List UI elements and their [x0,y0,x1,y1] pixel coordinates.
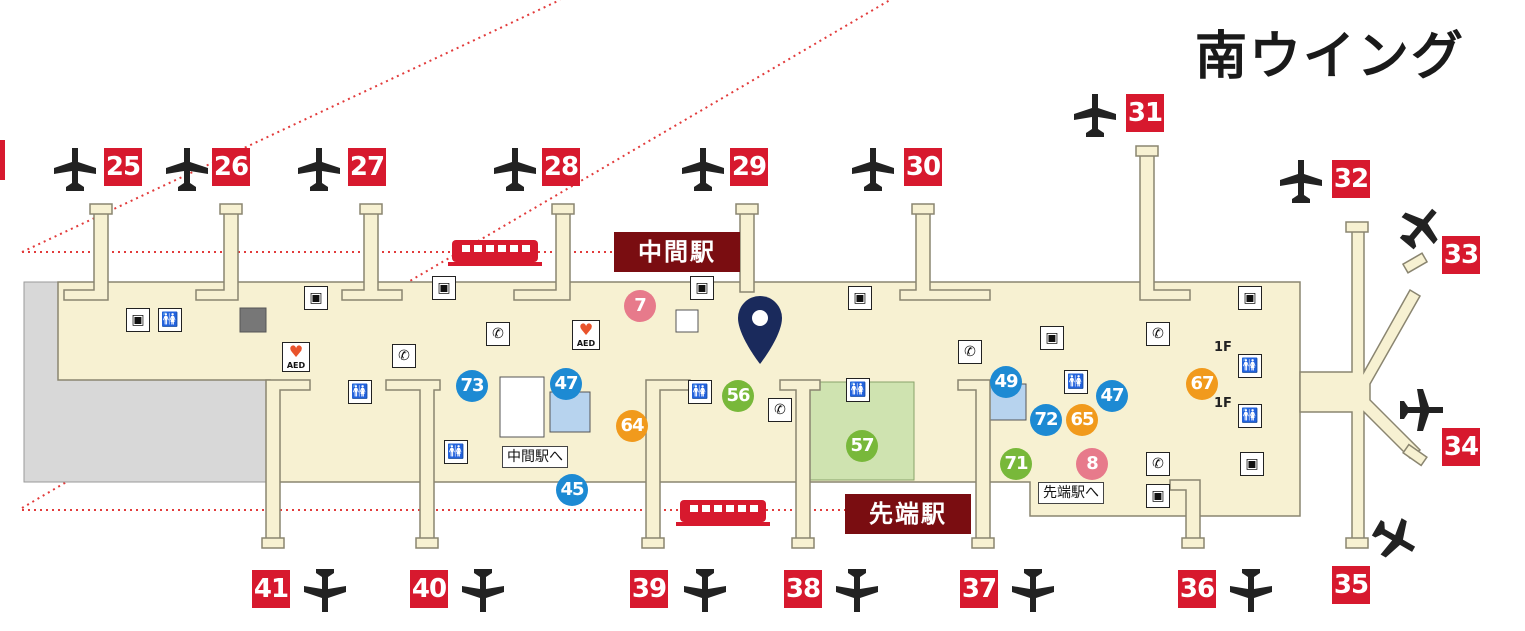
gate-38: 38 [784,570,822,608]
floor-1f-upper: 1F [1214,340,1232,355]
phone-icon: ✆ [1146,452,1170,476]
gate-34: 34 [1442,428,1480,466]
shuttle-train-lower [676,500,770,526]
airplane-icons [54,94,1443,612]
phone-icon: ✆ [958,340,982,364]
facility-71: 71 [1000,448,1032,480]
restroom-icon: 🚻 [1238,354,1262,378]
current-location-pin [738,296,782,364]
gate-26: 26 [212,148,250,186]
facility-72: 72 [1030,404,1062,436]
boarding-bridges-south [261,379,1205,549]
facility-47-right: 47 [1096,380,1128,412]
gate-36: 36 [1178,570,1216,608]
restroom-icon: 🚻 [1238,404,1262,428]
atm-icon: ▣ [304,286,328,310]
gate-27: 27 [348,148,386,186]
middle-station-label: 中間駅 [614,232,740,272]
facility-64: 64 [616,410,648,442]
gate-31: 31 [1126,94,1164,132]
facility-73: 73 [456,370,488,402]
gate-35: 35 [1332,566,1370,604]
facility-47-left: 47 [550,368,582,400]
facility-67: 67 [1186,368,1218,400]
wing-title: 南ウイング [1195,27,1466,87]
restroom-icon: 🚻 [348,380,372,404]
to-middle-station-sign: 中間駅へ [502,446,568,468]
facility-49: 49 [990,366,1022,398]
atm-icon: ▣ [1146,484,1170,508]
edge-marker [0,140,5,180]
gate-25: 25 [104,148,142,186]
phone-icon: ✆ [768,398,792,422]
floor-1f-lower: 1F [1214,396,1232,411]
gate-40: 40 [410,570,448,608]
aed-icon: ♥AED [282,342,310,372]
atm-icon: ▣ [126,308,150,332]
facility-8: 8 [1076,448,1108,480]
satellite-pier [1299,221,1429,549]
atm-icon: ▣ [1040,326,1064,350]
facility-57: 57 [846,430,878,462]
facility-45: 45 [556,474,588,506]
restroom-icon: 🚻 [688,380,712,404]
gate-37: 37 [960,570,998,608]
gate-39: 39 [630,570,668,608]
phone-icon: ✆ [392,344,416,368]
to-end-station-sign: 先端駅へ [1038,482,1104,504]
restroom-icon: 🚻 [1064,370,1088,394]
atm-icon: ▣ [848,286,872,310]
gate-33: 33 [1442,236,1480,274]
shuttle-train-upper [448,240,542,266]
atm-icon: ▣ [1238,286,1262,310]
restroom-icon: 🚻 [158,308,182,332]
atm-icon: ▣ [690,276,714,300]
gate-32: 32 [1332,160,1370,198]
gate-28: 28 [542,148,580,186]
facility-65: 65 [1066,404,1098,436]
restroom-icon: 🚻 [846,378,870,402]
atm-icon: ▣ [432,276,456,300]
facility-56: 56 [722,380,754,412]
phone-icon: ✆ [1146,322,1170,346]
aed-icon: ♥AED [572,320,600,350]
phone-icon: ✆ [486,322,510,346]
boarding-bridges [63,145,1191,301]
gate-30: 30 [904,148,942,186]
restroom-icon: 🚻 [444,440,468,464]
end-station-label: 先端駅 [845,494,971,534]
facility-7: 7 [624,290,656,322]
gate-29: 29 [730,148,768,186]
atm-icon: ▣ [1240,452,1264,476]
gate-41: 41 [252,570,290,608]
